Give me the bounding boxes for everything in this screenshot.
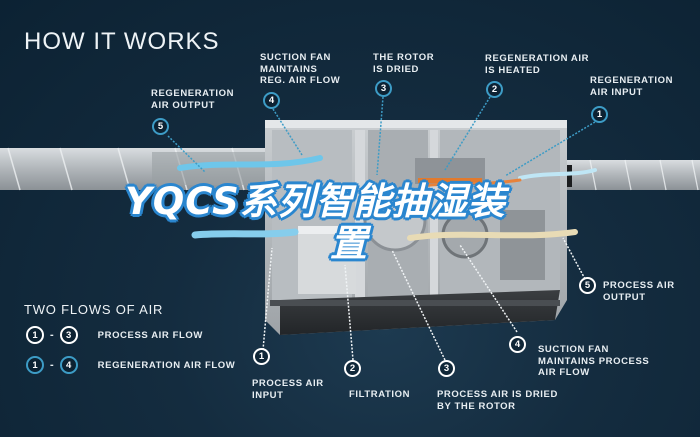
page-heading: HOW IT WORKS xyxy=(24,28,220,55)
regen-marker-1: 1 xyxy=(591,106,608,123)
legend-marker-to: 4 xyxy=(59,356,78,374)
left-duct xyxy=(0,147,275,191)
callout-label-regen-3: THE ROTOR IS DRIED xyxy=(373,52,435,75)
overlay-title-line2: 置 xyxy=(330,222,368,265)
legend-row-process: 1 - 3 PROCESS AIR FLOW xyxy=(26,326,203,344)
legend-row-regeneration: 1 - 4 REGENERATION AIR FLOW xyxy=(26,356,235,374)
legend-marker-from: 1 xyxy=(26,356,44,374)
legend-title: TWO FLOWS OF AIR xyxy=(24,302,164,317)
callout-label-regen-1: REGENERATION AIR INPUT xyxy=(590,75,674,98)
callout-label-process-3: PROCESS AIR IS DRIED BY THE ROTOR xyxy=(437,389,558,412)
process-marker-3: 3 xyxy=(438,360,455,377)
process-marker-1: 1 xyxy=(253,348,270,365)
process-marker-5: 5 xyxy=(579,277,596,294)
callout-label-regen-4: SUCTION FAN MAINTAINS REG. AIR FLOW xyxy=(260,52,341,86)
process-leader-lines xyxy=(262,237,586,361)
legend-dash: - xyxy=(50,329,54,341)
airflow-ribbons xyxy=(177,155,597,241)
right-duct xyxy=(560,159,700,191)
regen-marker-3: 3 xyxy=(375,80,392,97)
process-marker-2: 2 xyxy=(344,360,361,377)
callout-label-process-5: PROCESS AIR OUTPUT xyxy=(603,280,675,303)
overlay-product-title: YQCS系列智能抽湿装 置 xyxy=(125,181,506,265)
regen-marker-5: 5 xyxy=(152,118,169,135)
regen-leader-lines xyxy=(167,96,596,177)
legend-marker-from: 1 xyxy=(26,326,44,344)
regen-marker-4: 4 xyxy=(263,92,280,109)
process-marker-4: 4 xyxy=(509,336,526,353)
legend-label: PROCESS AIR FLOW xyxy=(97,329,203,341)
callout-label-regen-5: REGENERATION AIR OUTPUT xyxy=(151,88,235,111)
legend-dash: - xyxy=(50,359,54,371)
overlay-title-line1: YQCS系列智能抽湿装 xyxy=(125,180,506,223)
regen-marker-2: 2 xyxy=(486,81,503,98)
callout-label-process-2: FILTRATION xyxy=(349,389,411,400)
legend-marker-to: 3 xyxy=(59,326,78,344)
callout-label-regen-2: REGENERATION AIR IS HEATED xyxy=(485,53,590,76)
callout-label-process-1: PROCESS AIR INPUT xyxy=(252,378,324,401)
legend-label: REGENERATION AIR FLOW xyxy=(97,359,236,371)
callout-label-process-4: SUCTION FAN MAINTAINS PROCESS AIR FLOW xyxy=(538,344,650,378)
